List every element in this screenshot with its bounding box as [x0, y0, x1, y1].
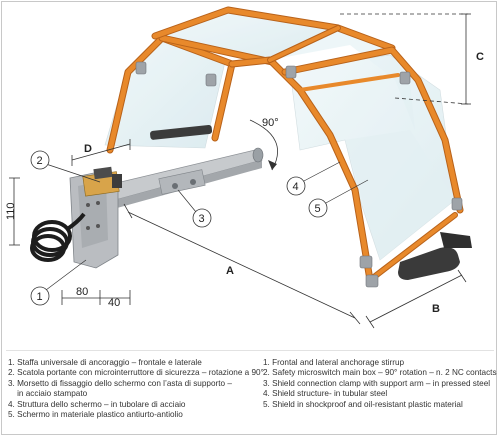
svg-text:4: 4 [293, 181, 299, 193]
dimension-b: B [432, 303, 440, 315]
callout-1: 1 [30, 259, 87, 306]
dimension-40: 40 [108, 297, 120, 309]
cable-coil [30, 212, 86, 262]
legend-item: 1. Frontal and lateral anchorage stirrup [263, 358, 405, 367]
guard-diagram: C D A B 110 80 40 90° 1 2 3 4 5 [5, 6, 484, 329]
legend-item: 2. Scatola portante con microinterruttor… [8, 368, 264, 378]
legend-item: 5. Schermo in materiale plastico antiurt… [8, 410, 183, 420]
support-arm [107, 147, 264, 208]
legend-english: 1. Frontal and lateral anchorage stirrup… [263, 358, 497, 410]
svg-text:1: 1 [37, 291, 43, 303]
legend-item: 3. Shield connection clamp with support … [263, 378, 491, 388]
frame-clamps [135, 61, 463, 288]
legend-item: 5. Shield in shockproof and oil-resistan… [263, 399, 463, 409]
legend-item: 1. Staffa universale di ancoraggio – fro… [8, 358, 202, 367]
legend-item: 4. Shield structure- in tubular steel [263, 389, 388, 399]
svg-text:5: 5 [315, 203, 321, 215]
legend-item: in acciaio stampato [8, 389, 88, 399]
dimension-a: A [226, 265, 234, 277]
dimension-110: 110 [5, 202, 17, 220]
legend-divider [6, 350, 494, 351]
rotation-label: 90° [262, 117, 279, 129]
callout-2: 2 [30, 150, 101, 183]
dimension-lines [9, 13, 471, 329]
dimension-c: C [476, 51, 484, 63]
callout-3: 3 [177, 189, 212, 228]
shield-handles [150, 124, 472, 280]
dimension-d: D [84, 143, 92, 155]
anchorage-stirrup [69, 166, 122, 269]
callout-5: 5 [308, 179, 369, 218]
dimension-80: 80 [76, 286, 88, 298]
legend-italian: 1. Staffa universale di ancoraggio – fro… [8, 358, 264, 420]
legend-item: 4. Struttura dello schermo – in tubolare… [8, 399, 186, 409]
svg-text:2: 2 [37, 155, 43, 167]
svg-text:3: 3 [199, 213, 205, 225]
callout-4: 4 [286, 161, 341, 196]
shield-panels [104, 7, 456, 261]
shield-structure [106, 6, 464, 284]
legend-item: 3. Morsetto di fissaggio dello schermo c… [8, 378, 232, 388]
legend-item: 2. Safety microswitch main box – 90° rot… [263, 368, 497, 378]
